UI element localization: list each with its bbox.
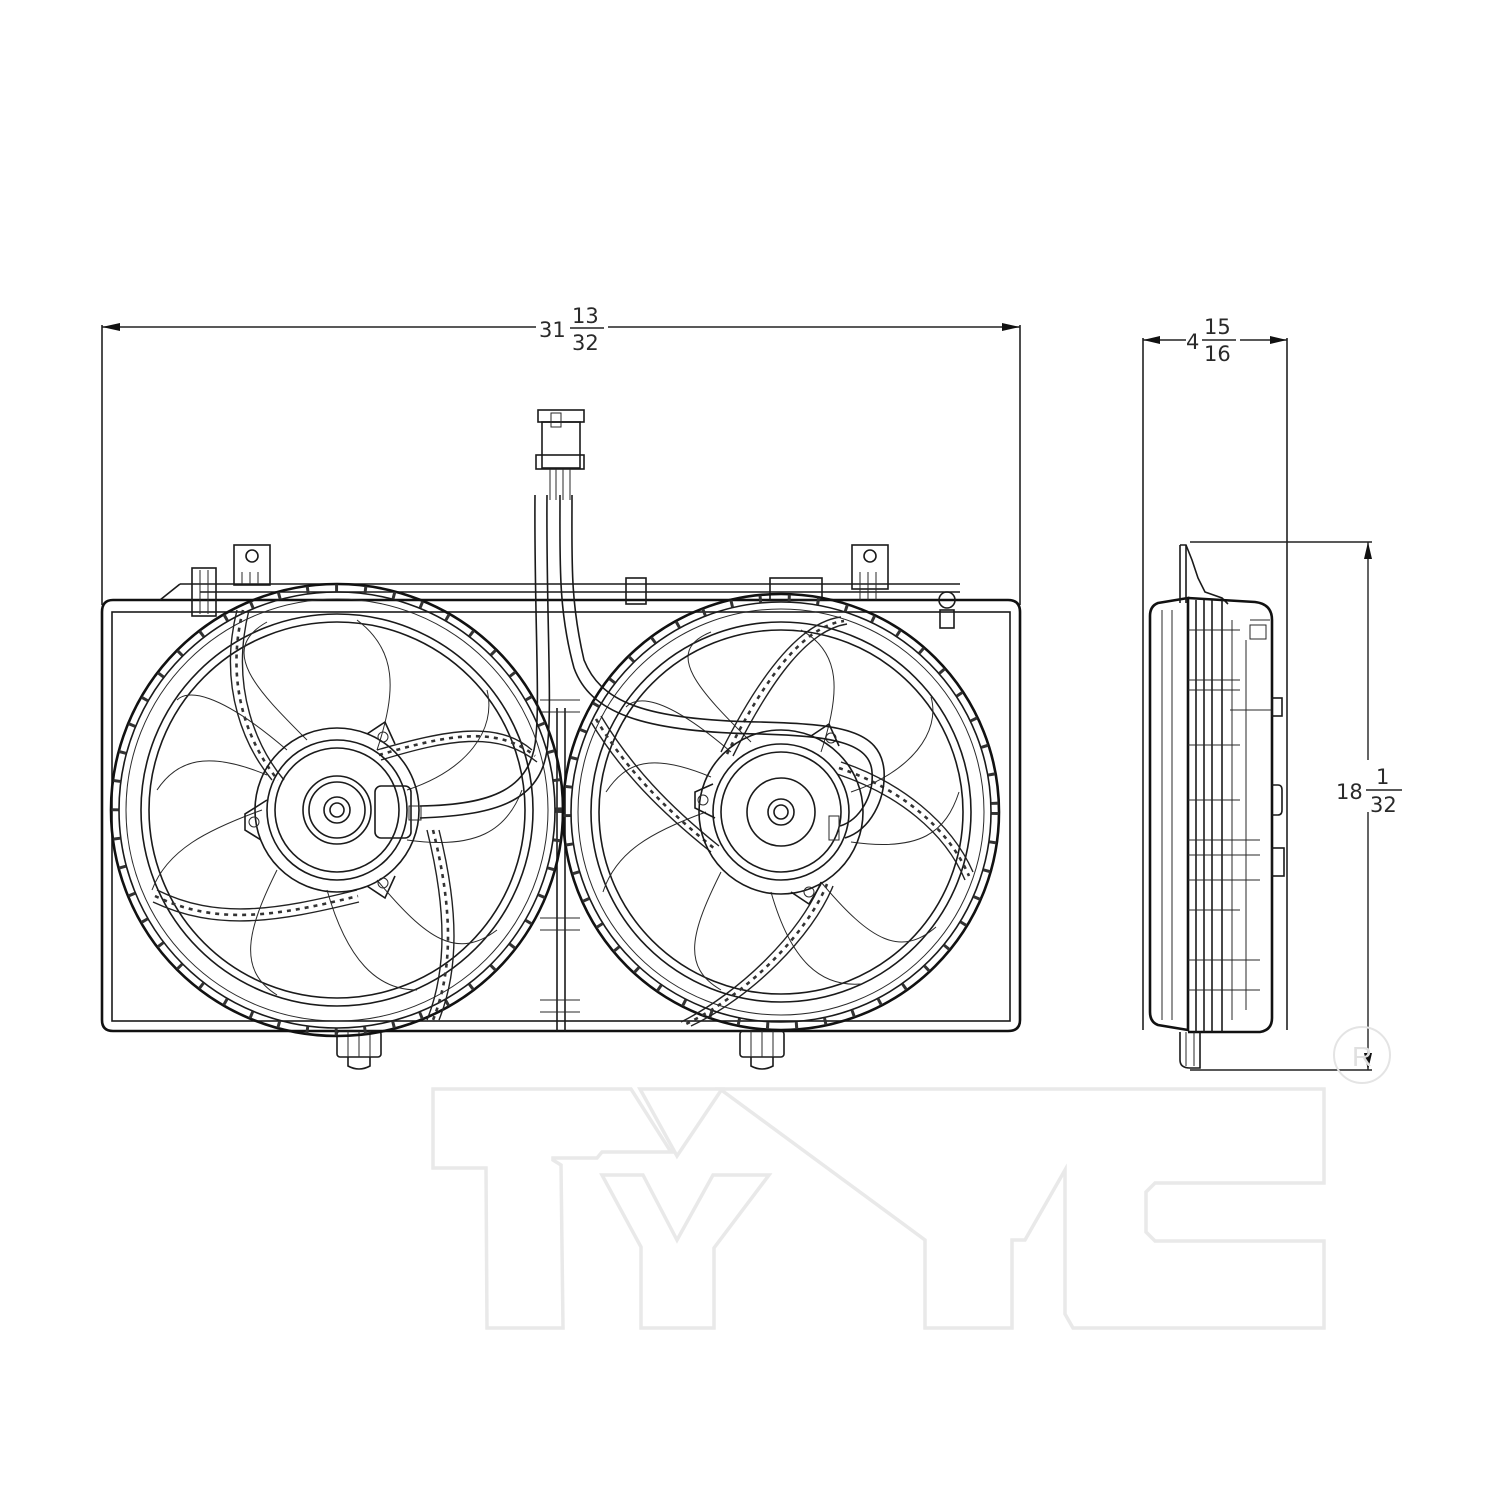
side-view [1148, 544, 1285, 1069]
depth-numerator: 15 [1204, 315, 1231, 339]
width-denominator: 32 [572, 331, 599, 355]
depth-whole: 4 [1186, 330, 1199, 354]
electrical-connector [535, 409, 585, 500]
height-dimension: 18 1 32 [1190, 541, 1406, 1071]
depth-denominator: 16 [1204, 342, 1231, 366]
height-numerator: 1 [1376, 765, 1389, 789]
width-numerator: 13 [572, 304, 599, 328]
tyc-watermark-logo: R [431, 1026, 1391, 1330]
svg-text:R: R [1352, 1041, 1372, 1072]
left-fan [109, 582, 565, 1038]
registered-mark-icon [1333, 1026, 1391, 1084]
front-view [100, 409, 1022, 1070]
depth-dimension: 4 15 16 [1142, 314, 1288, 1030]
right-bottom-foot [739, 1030, 785, 1070]
width-dimension: 31 13 32 [101, 303, 1021, 605]
right-mount-bracket [625, 544, 956, 629]
width-whole: 31 [539, 318, 566, 342]
wiring-harness [419, 494, 885, 839]
right-fan [561, 592, 1001, 1032]
height-denominator: 32 [1370, 793, 1397, 817]
left-mount-bracket [191, 544, 271, 617]
height-whole: 18 [1336, 780, 1363, 804]
shroud-outline [100, 598, 1022, 1033]
